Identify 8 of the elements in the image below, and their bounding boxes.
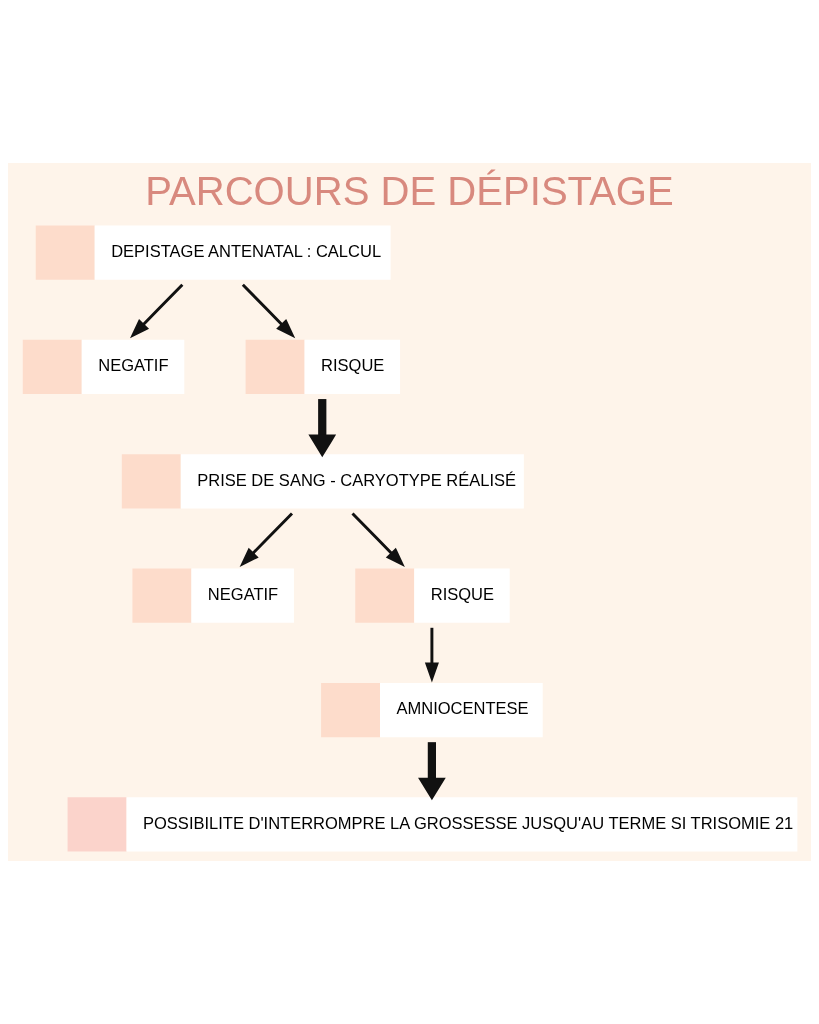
arrow: [308, 399, 337, 458]
arrow: [130, 283, 184, 339]
arrow: [351, 512, 405, 567]
diagram-title: PARCOURS DE DÉPISTAGE: [145, 168, 674, 213]
arrow: [418, 742, 446, 801]
arrow: [241, 283, 296, 339]
arrow: [239, 512, 294, 567]
arrow: [424, 627, 439, 683]
